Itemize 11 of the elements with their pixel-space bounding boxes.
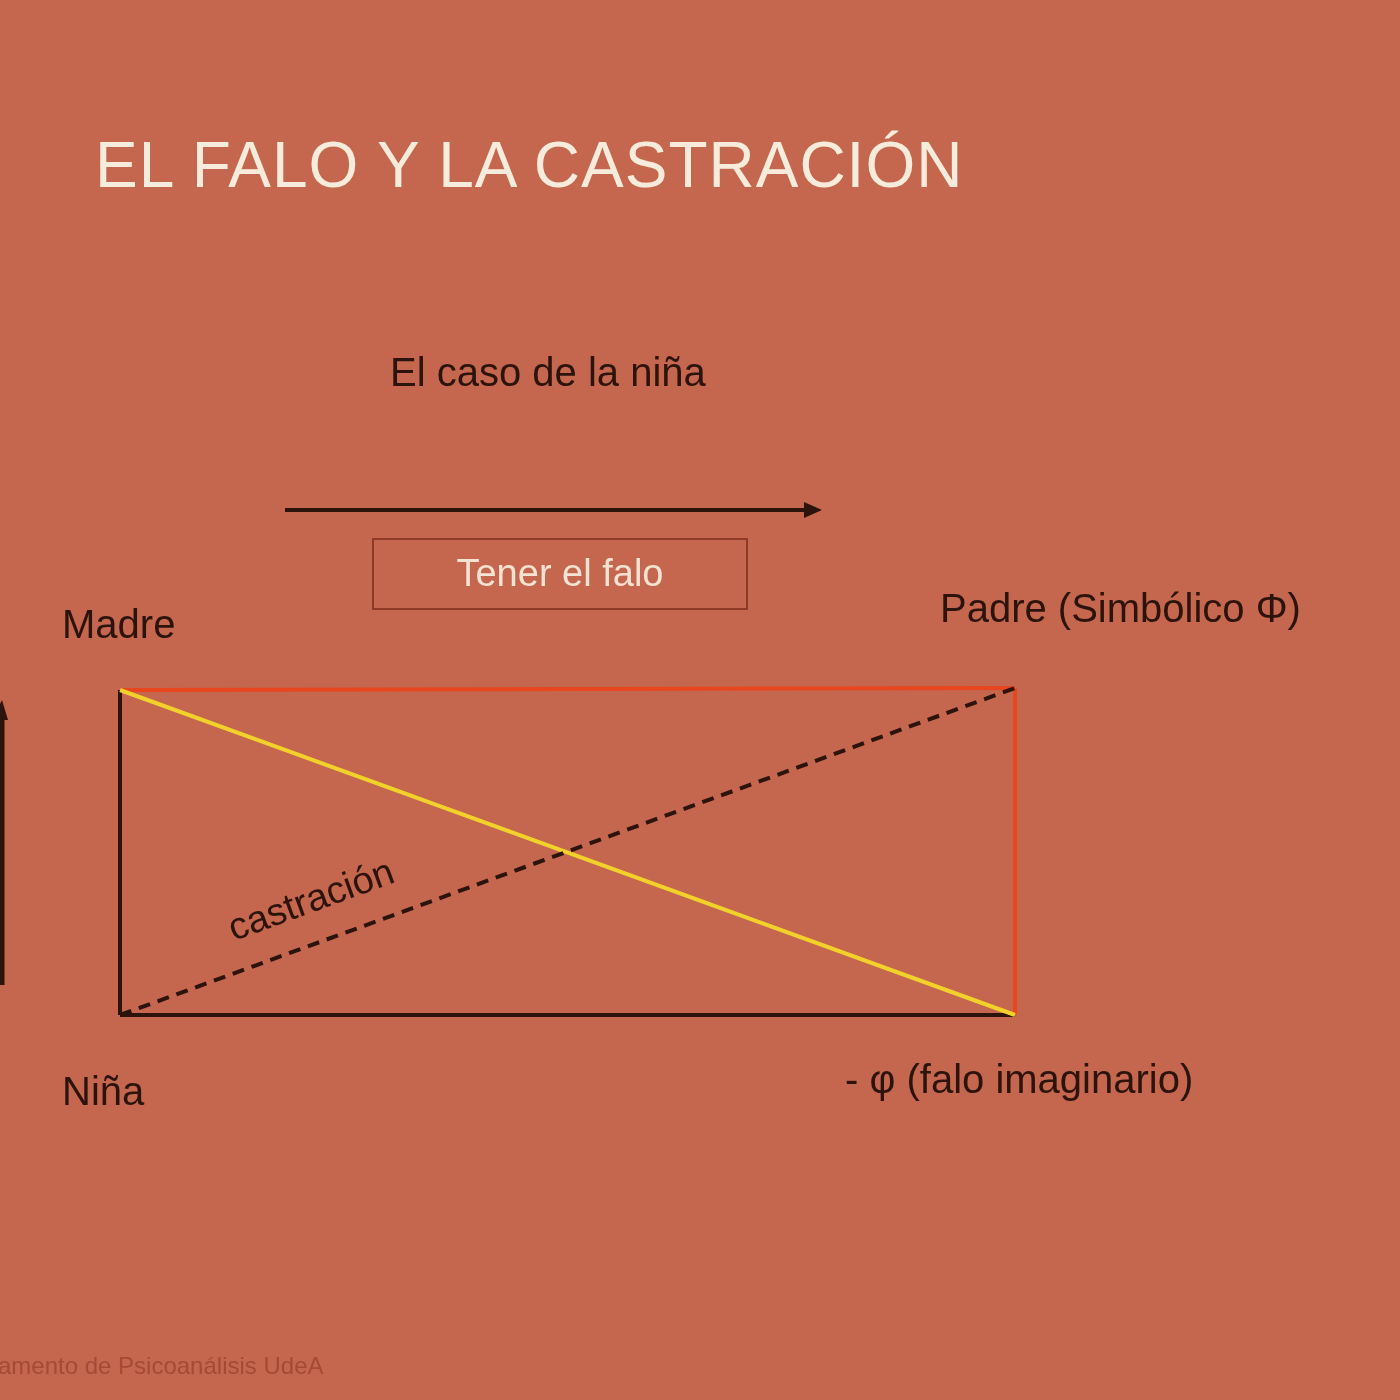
corner-label: Madre bbox=[62, 602, 202, 690]
corner-label: Padre (Simbólico Φ) bbox=[940, 586, 1380, 688]
line bbox=[120, 686, 1015, 692]
line bbox=[118, 690, 122, 1015]
corner-label: - φ (falo imaginario) bbox=[845, 1015, 1275, 1101]
label-box: Tener el falo bbox=[372, 538, 748, 610]
subtitle: El caso de la niña bbox=[390, 350, 706, 395]
corner-label: Niña bbox=[62, 1015, 172, 1113]
line bbox=[120, 1013, 1015, 1017]
slide-title: EL FALO Y LA CASTRACIÓN bbox=[95, 128, 964, 202]
line bbox=[1013, 688, 1017, 1015]
